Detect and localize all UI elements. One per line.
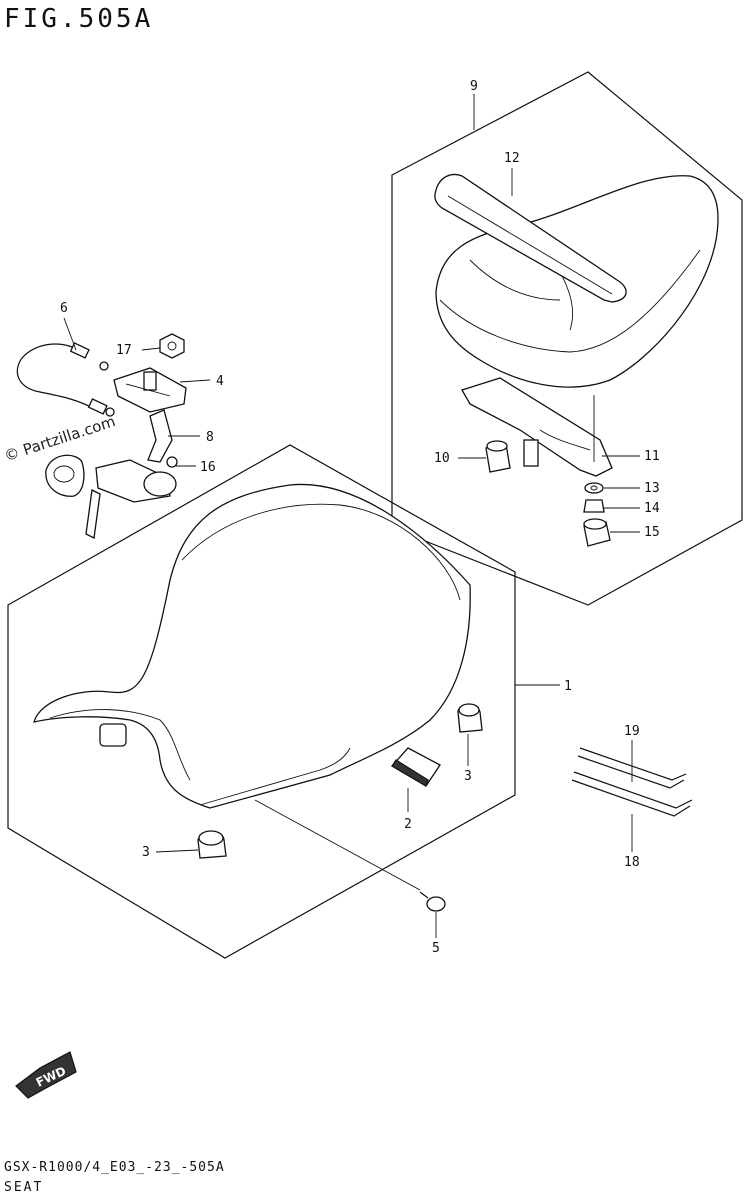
lock-gasket: [45, 454, 85, 497]
front-seat: [33, 483, 471, 809]
seat-pad-2: [390, 747, 441, 787]
callout-5: 5: [432, 941, 440, 956]
callout-19: 19: [624, 724, 640, 739]
damper-3-right: [457, 703, 483, 733]
seat-lock-4: [113, 367, 187, 413]
rear-damper-15: [583, 518, 611, 547]
callout-11: 11: [644, 449, 660, 464]
bolt-5: [419, 891, 446, 912]
callout-4: 4: [216, 374, 224, 389]
callout-3-left: 3: [142, 845, 150, 860]
callout-1: 1: [564, 679, 572, 694]
lock-cylinder-16: [85, 456, 178, 539]
seat-lock-cable: [16, 342, 115, 417]
callout-12: 12: [504, 151, 520, 166]
grab-strap: [434, 173, 627, 303]
washer-13: [584, 482, 604, 494]
footer-part-name: SEAT: [4, 1180, 44, 1195]
callout-13: 13: [644, 481, 660, 496]
rear-seat-bracket: [461, 377, 613, 477]
callout-3-right: 3: [464, 769, 472, 784]
callout-6: 6: [60, 301, 68, 316]
leader-lines: [63, 94, 640, 938]
callout-18: 18: [624, 855, 640, 870]
figure-title: FIG.505A: [4, 4, 154, 34]
nut-14: [583, 499, 605, 513]
footer-code: GSX-R1000/4_E03_-23_-505A: [4, 1160, 225, 1175]
callout-9: 9: [470, 79, 478, 94]
front-seat-group-box: [7, 444, 516, 959]
tool-19: [577, 747, 687, 789]
callout-10: 10: [434, 451, 450, 466]
callout-14: 14: [644, 501, 660, 516]
damper-3-left: [197, 830, 227, 859]
nut-17: [159, 333, 185, 359]
fwd-arrow-icon: FWD: [15, 1051, 77, 1099]
callout-2: 2: [404, 817, 412, 832]
callout-15: 15: [644, 525, 660, 540]
callout-16: 16: [200, 460, 216, 475]
seat-hook-8: [147, 409, 173, 463]
rear-damper-10: [485, 440, 511, 473]
tool-18: [571, 771, 693, 817]
callout-8: 8: [206, 430, 214, 445]
callout-17: 17: [116, 343, 132, 358]
